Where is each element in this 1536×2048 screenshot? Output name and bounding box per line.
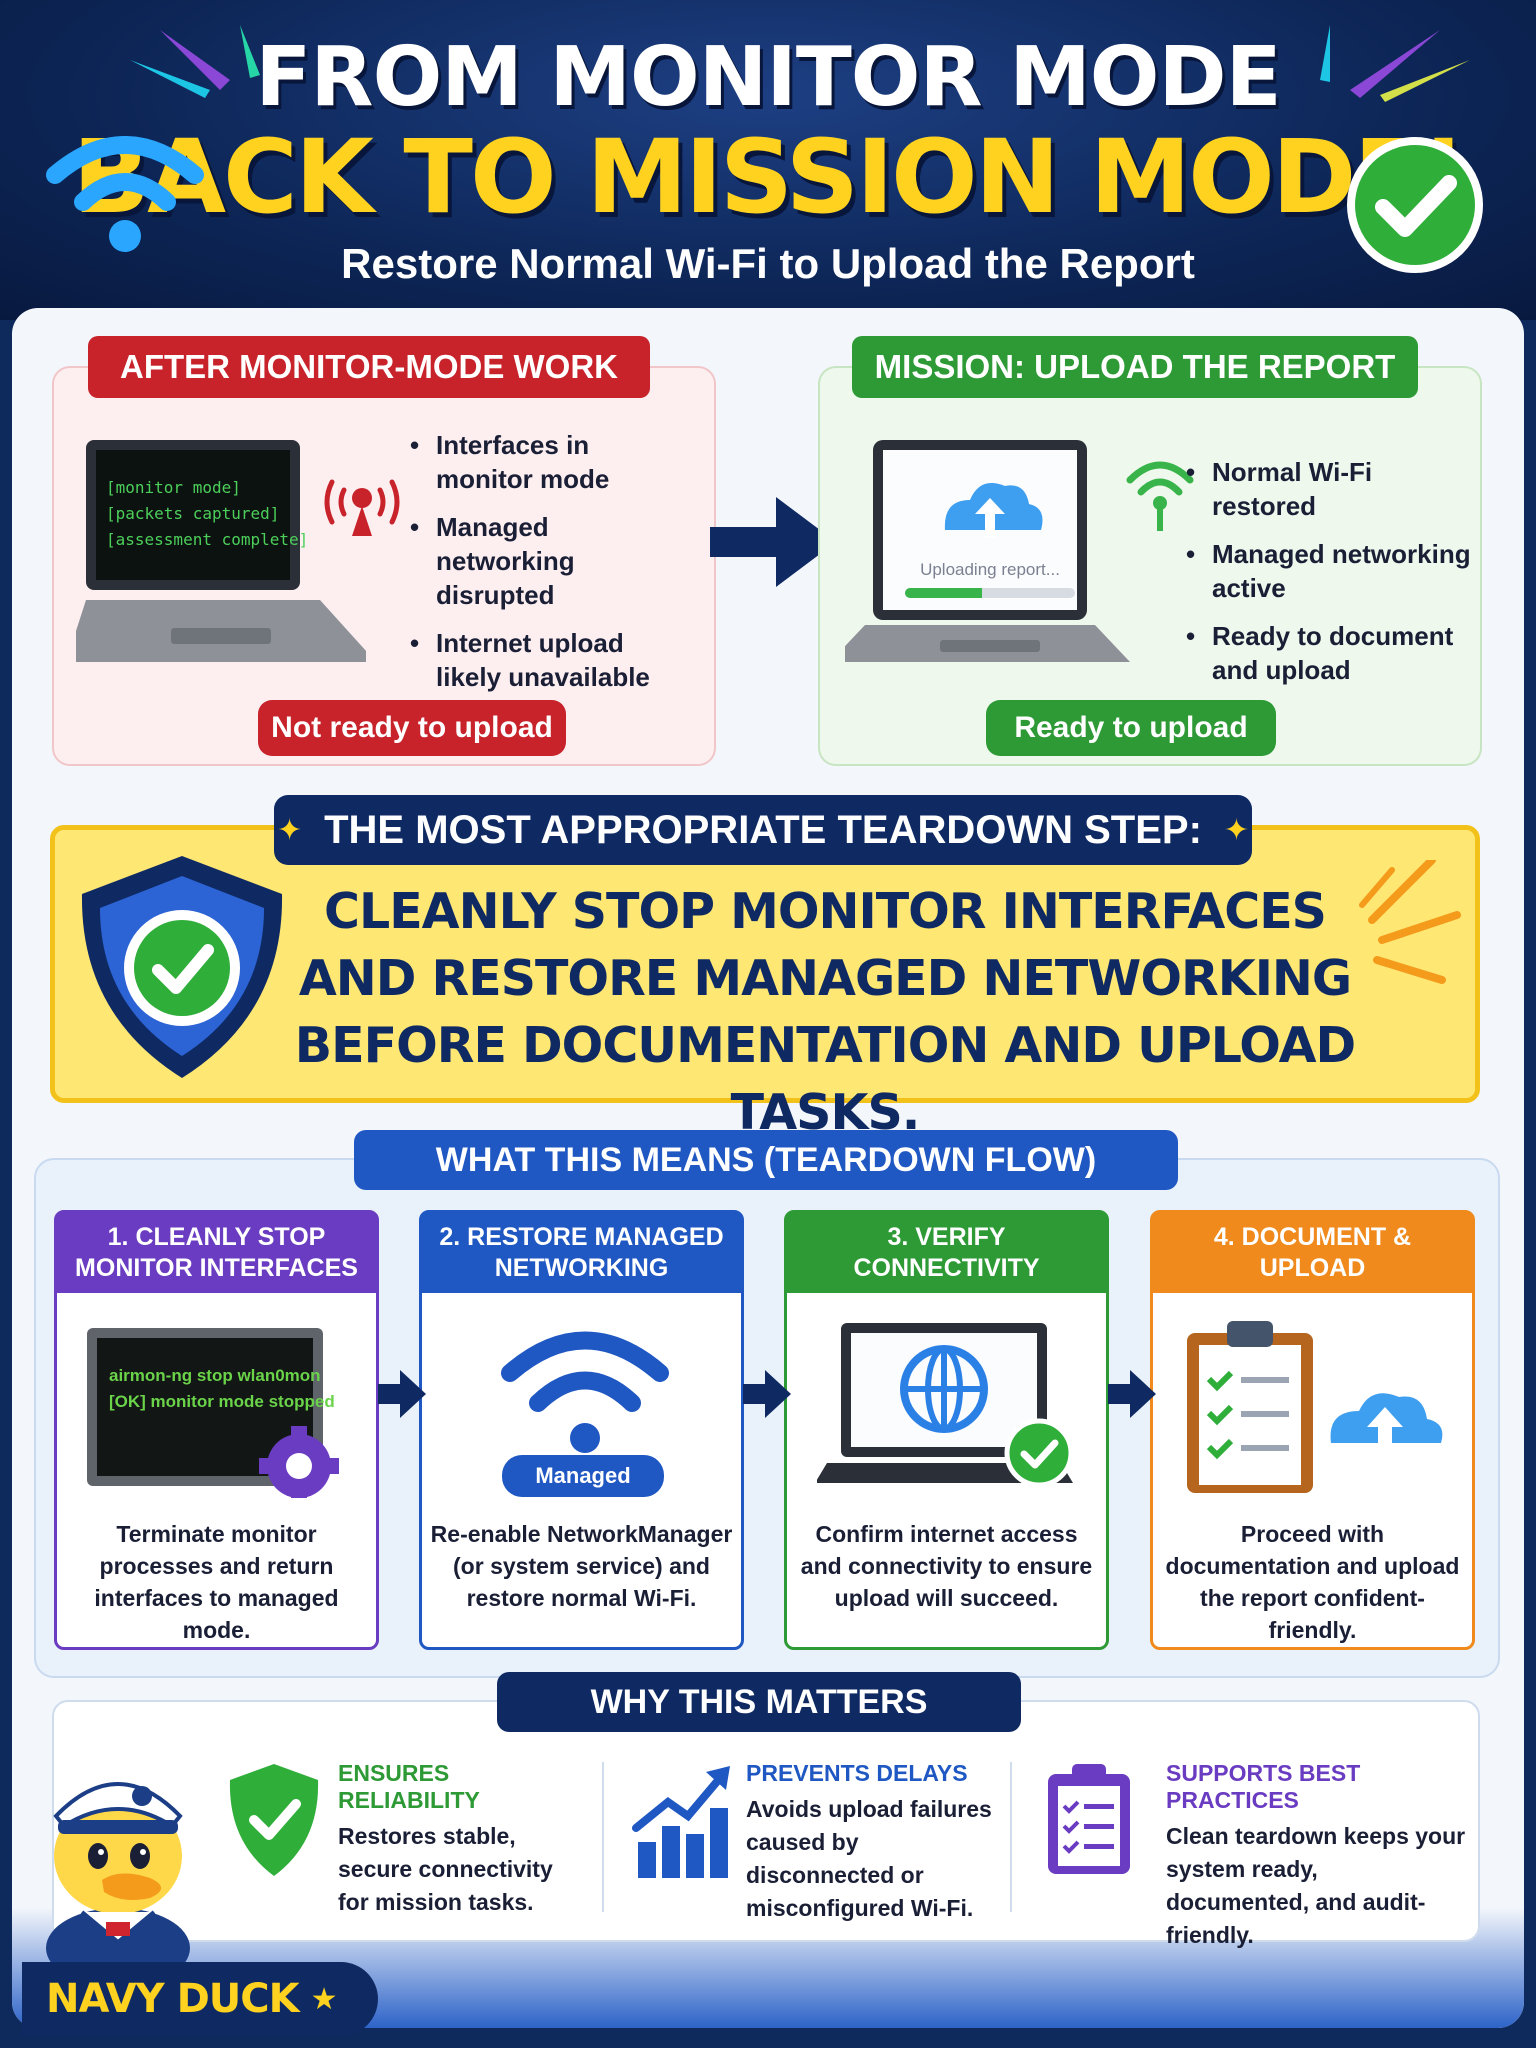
arrow-right-icon (743, 1370, 791, 1418)
step-desc: Proceed with documentation and upload th… (1165, 1521, 1460, 1643)
brand-badge: NAVY DUCK ★ (22, 1962, 378, 2036)
broken-signal-icon (324, 479, 400, 536)
checklist-icon (1048, 1764, 1130, 1874)
header: FROM MONITOR MODE BACK TO MISSION MODE! … (0, 0, 1536, 320)
step-2: 2. RESTORE MANAGED NETWORKING Managed Re… (419, 1210, 744, 1650)
arrow-right-icon (1108, 1370, 1156, 1418)
why-item-text: Avoids upload failures caused by disconn… (746, 1796, 992, 1921)
screen-line: [monitor mode] (106, 478, 241, 497)
why-item-best-practices: SUPPORTS BEST PRACTICES Clean teardown k… (1166, 1760, 1466, 1952)
why-item-title: SUPPORTS BEST PRACTICES (1166, 1760, 1361, 1813)
upload-screen-text: Uploading report... (920, 560, 1060, 579)
wifi-icon (46, 136, 204, 252)
managed-badge: Managed (502, 1455, 664, 1497)
shield-check-icon (229, 1764, 319, 1876)
flow-title: WHAT THIS MEANS (TEARDOWN FLOW) (354, 1130, 1178, 1190)
why-item-reliability: ENSURES RELIABILITY Restores stable, sec… (338, 1760, 588, 1919)
bullet: Normal Wi-Fi restored (1186, 455, 1476, 523)
laptop-uploading (845, 440, 1130, 662)
bullet: Ready to document and upload (1186, 619, 1476, 687)
terminal-line: [OK] monitor mode stopped (109, 1392, 335, 1411)
star-icon: ✦ (1223, 812, 1250, 848)
step-desc: Confirm internet access and connectivity… (800, 1521, 1093, 1611)
step-title: 4. DOCUMENT & UPLOAD (1153, 1213, 1472, 1293)
clipboard-upload-icon (1187, 1321, 1443, 1493)
star-icon: ✦ (276, 812, 303, 848)
statement-line: BEFORE DOCUMENTATION AND UPLOAD TASKS. (294, 1017, 1356, 1141)
why-item-text: Restores stable, secure connectivity for… (338, 1823, 553, 1915)
bullet: Internet upload likely unavailable (410, 626, 690, 694)
step-4: 4. DOCUMENT & UPLOAD Proceed with docume… (1150, 1210, 1475, 1650)
step-title: 1. CLEANLY STOP MONITOR INTERFACES (57, 1213, 376, 1293)
why-item-title: ENSURES RELIABILITY (338, 1760, 480, 1813)
why-item-delays: PREVENTS DELAYS Avoids upload failures c… (746, 1760, 1006, 1925)
teardown-label: THE MOST APPROPRIATE TEARDOWN STEP: (324, 807, 1202, 852)
teardown-statement: CLEANLY STOP MONITOR INTERFACES AND REST… (250, 878, 1400, 1146)
confetti-burst-right (1320, 25, 1470, 102)
why-item-title: PREVENTS DELAYS (746, 1760, 968, 1786)
before-title: AFTER MONITOR-MODE WORK (88, 336, 650, 398)
after-bullets: Normal Wi-Fi restored Managed networking… (1186, 455, 1476, 701)
navy-duck-mascot (46, 1782, 190, 1982)
before-status: Not ready to upload (258, 700, 566, 756)
screen-line: [packets captured] (106, 504, 280, 523)
check-circle-icon (1347, 137, 1483, 273)
wifi-icon (501, 1331, 669, 1453)
why-title: WHY THIS MATTERS (497, 1672, 1021, 1732)
growth-chart-icon (632, 1766, 730, 1878)
arrow-right-icon (710, 497, 836, 587)
terminal-monitor-icon (87, 1328, 339, 1498)
screen-line: [assessment complete] (106, 530, 309, 549)
statement-line: AND RESTORE MANAGED NETWORKING (298, 950, 1352, 1007)
before-screen-text: [monitor mode] [packets captured] [asses… (106, 475, 308, 553)
title-line-1: FROM MONITOR MODE (255, 30, 1281, 125)
statement-line: CLEANLY STOP MONITOR INTERFACES (324, 883, 1327, 940)
step-3: 3. VERIFY CONNECTIVITY Confirm internet … (784, 1210, 1109, 1650)
laptop-globe-icon (817, 1323, 1074, 1488)
bullet: Managed networking disrupted (410, 510, 690, 612)
step-title: 3. VERIFY CONNECTIVITY (787, 1213, 1106, 1293)
step-title: 2. RESTORE MANAGED NETWORKING (422, 1213, 741, 1293)
before-bullets: Interfaces in monitor mode Managed netwo… (410, 428, 690, 708)
confetti-burst-left (130, 25, 260, 98)
shield-check-icon (81, 856, 283, 1078)
terminal-line: airmon-ng stop wlan0mon (109, 1366, 321, 1385)
bullet: Interfaces in monitor mode (410, 428, 690, 496)
title-line-2: BACK TO MISSION MODE! (72, 118, 1466, 237)
terminal-text: airmon-ng stop wlan0mon [OK] monitor mod… (109, 1363, 335, 1415)
divider (1010, 1762, 1012, 1912)
star-icon: ★ (310, 1981, 338, 2017)
subtitle: Restore Normal Wi-Fi to Upload the Repor… (341, 240, 1195, 287)
brand-name: NAVY DUCK (46, 1976, 300, 2022)
arrow-right-icon (378, 1370, 426, 1418)
bullet: Managed networking active (1186, 537, 1476, 605)
after-title: MISSION: UPLOAD THE REPORT (852, 336, 1418, 398)
sparkle-burst (1359, 860, 1461, 984)
wifi-signal-icon (1126, 461, 1194, 531)
step-1: 1. CLEANLY STOP MONITOR INTERFACES airmo… (54, 1210, 379, 1650)
divider (602, 1762, 604, 1912)
upload-progress-bar (905, 588, 1075, 598)
step-desc: Re-enable NetworkManager (or system serv… (430, 1521, 733, 1611)
teardown-label-pill: ✦ THE MOST APPROPRIATE TEARDOWN STEP: ✦ (274, 795, 1252, 865)
laptop-monitor-mode (76, 440, 366, 662)
after-status: Ready to upload (986, 700, 1276, 756)
step-desc: Terminate monitor processes and return i… (94, 1521, 339, 1643)
why-item-text: Clean teardown keeps your system ready, … (1166, 1823, 1466, 1948)
upload-progress-fill (905, 588, 982, 598)
